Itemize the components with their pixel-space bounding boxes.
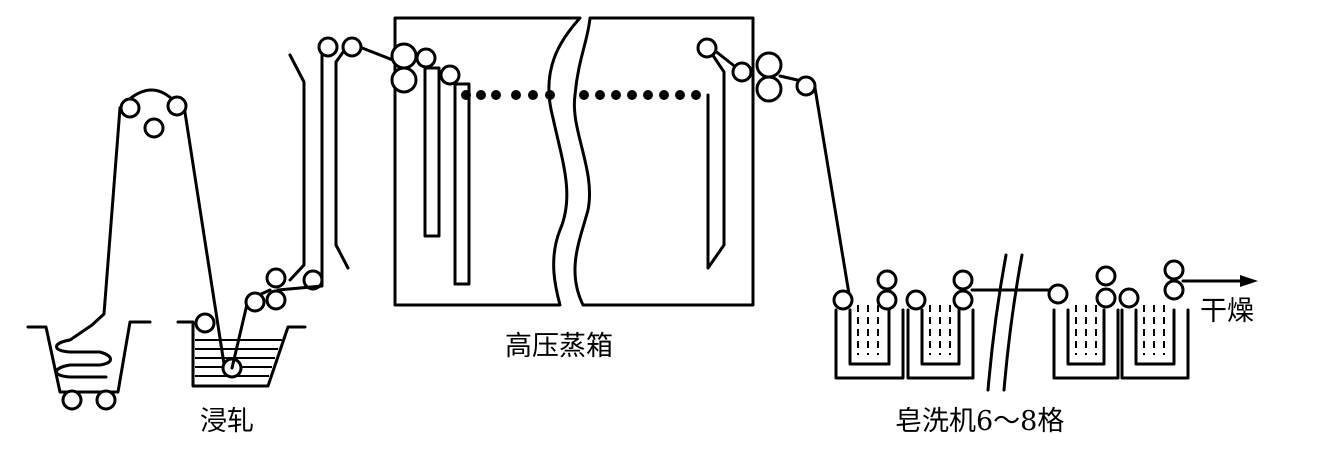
seal-roller	[390, 42, 418, 70]
guide-roller	[832, 289, 854, 311]
guide-roller	[265, 267, 287, 289]
guide-roller	[341, 36, 363, 58]
cloth-cart	[26, 320, 152, 411]
guide-roller	[439, 64, 461, 86]
wash-tank	[1047, 265, 1120, 380]
seal-roller	[755, 51, 783, 79]
guide-roller	[1047, 283, 1069, 305]
soaping-machine	[832, 253, 1258, 392]
guide-roller	[876, 289, 898, 311]
squeeze-roller	[194, 312, 216, 334]
guide-roller	[1163, 279, 1185, 301]
cart-wheel-right	[95, 389, 117, 411]
squeeze-roller	[265, 289, 287, 311]
steamer-roller-chain-left	[461, 90, 555, 100]
guide-roller	[876, 269, 898, 291]
padder-trough	[176, 267, 324, 388]
label-drying: 干燥	[1200, 296, 1254, 327]
high-pressure-steamer	[390, 16, 783, 307]
guide-roller	[317, 36, 339, 58]
arrow-head-icon	[1240, 275, 1258, 287]
cart-wheel-left	[61, 389, 83, 411]
fabric-path-riser	[276, 36, 400, 292]
festoon-loop	[423, 66, 441, 238]
guide-roller	[1163, 259, 1185, 281]
wash-tank	[832, 269, 905, 380]
seal-roller	[755, 75, 783, 103]
guide-roller	[119, 97, 141, 119]
guide-roller	[952, 269, 974, 291]
guide-roller	[905, 289, 927, 311]
squeeze-roller	[244, 291, 266, 313]
wash-tank	[1118, 259, 1190, 380]
break-mark	[1002, 253, 1024, 392]
guide-roller	[166, 95, 188, 117]
label-soaper: 皂洗机6～8格	[895, 406, 1064, 437]
label-padding: 浸轧	[200, 406, 254, 437]
guide-roller	[1095, 265, 1117, 287]
guide-roller	[1118, 287, 1140, 309]
guide-roller	[731, 61, 753, 83]
wash-tank	[905, 269, 975, 380]
fabric-path-exit	[778, 74, 852, 302]
guide-roller	[795, 75, 817, 97]
top-rollers-entry	[119, 95, 188, 139]
label-steamer: 高压蒸箱	[505, 331, 613, 362]
guide-roller	[1095, 287, 1117, 309]
seal-roller	[390, 66, 418, 94]
guide-roller	[143, 117, 165, 139]
steamer-roller-chain-right	[579, 90, 701, 100]
guide-roller	[696, 37, 718, 59]
festoon-loop	[453, 82, 471, 286]
break-mark	[986, 253, 1008, 392]
guide-roller	[415, 47, 437, 69]
guide-roller	[952, 289, 974, 311]
